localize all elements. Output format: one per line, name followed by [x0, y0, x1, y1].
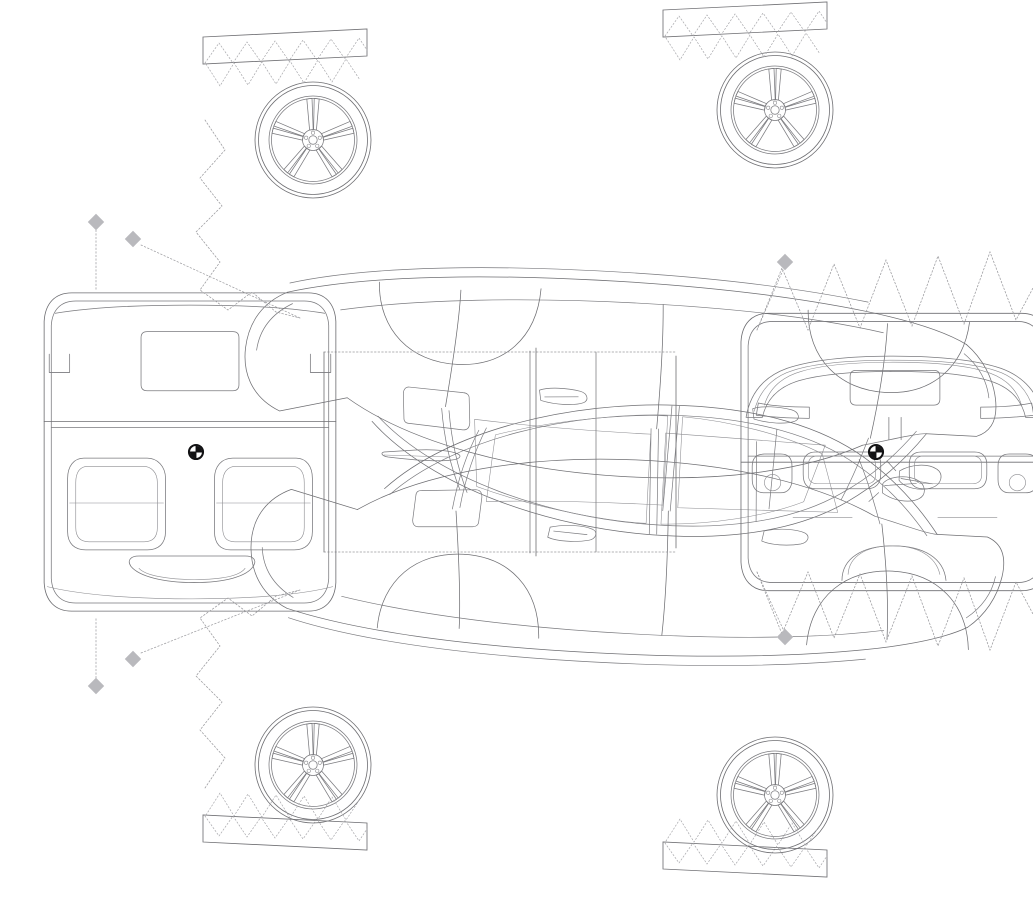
callout-diamond-icon: [776, 253, 794, 271]
wheel-bottom-front: [716, 736, 834, 854]
construction-hatch-upper-right: [756, 250, 1033, 331]
ground-block-bottom-left: [202, 814, 368, 851]
view-side-profile: [245, 382, 1012, 684]
callout-diamond-icon: [124, 650, 142, 668]
construction-hatch-lower-left: [195, 589, 301, 789]
construction-hatch-top-block-left: [205, 58, 361, 87]
construction-hatch-lower-right: [756, 571, 1033, 652]
wheel-bottom-rear: [254, 706, 372, 824]
view-rear-elevation: [740, 312, 1033, 592]
construction-hatch-bottom-block-left: [205, 792, 361, 821]
callout-diamond-icon: [87, 677, 105, 695]
ground-block-top-right: [662, 1, 828, 38]
callout-diamond-icon: [87, 213, 105, 231]
construction-hatch-upper-left: [195, 119, 301, 319]
callout-5[interactable]: [124, 589, 301, 668]
callout-3[interactable]: [756, 253, 794, 331]
callout-1[interactable]: [87, 213, 105, 291]
rear-emblem: [867, 443, 885, 461]
callout-diamond-icon: [776, 628, 794, 646]
callout-6[interactable]: [756, 571, 794, 646]
view-roof-plan: [323, 347, 677, 557]
construction-hatch-top-block-right: [665, 32, 821, 61]
front-emblem: [187, 443, 205, 461]
ground-block-bottom-right: [662, 841, 828, 878]
wheel-top-rear: [716, 51, 834, 169]
callout-diamond-icon: [124, 230, 142, 248]
construction-hatch-bottom-block-right: [665, 818, 821, 847]
callout-4[interactable]: [87, 617, 105, 695]
ground-block-top-left: [202, 28, 368, 65]
callout-2[interactable]: [124, 230, 301, 319]
wheel-top-front: [254, 81, 372, 199]
